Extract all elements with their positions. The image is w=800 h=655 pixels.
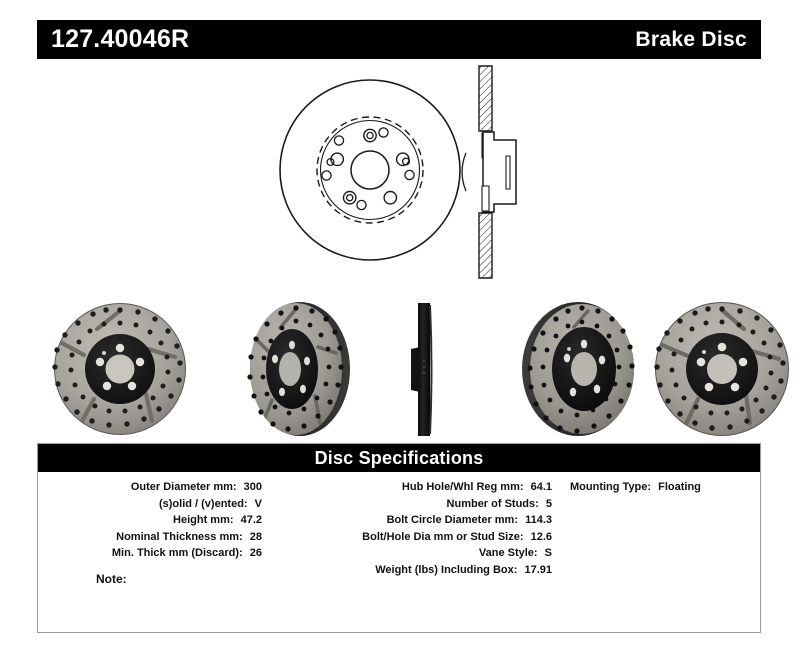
rotor-photo-front-angled-right bbox=[638, 297, 800, 442]
spec-value: Floating bbox=[658, 481, 701, 493]
spec-row: Nominal Thickness mm: 28 bbox=[38, 529, 262, 546]
spec-label: Height mm: bbox=[173, 514, 234, 527]
rotor-photo-edge-on bbox=[400, 297, 452, 442]
spec-label: Weight (lbs) Including Box: bbox=[375, 563, 518, 576]
spec-value: 5 bbox=[545, 497, 552, 510]
spec-title-bar: Disc Specifications bbox=[38, 444, 760, 472]
spec-row: Weight (lbs) Including Box: 17.91 bbox=[262, 562, 552, 579]
rotor-photo-three-quarter-right bbox=[498, 297, 666, 442]
spec-row: Number of Studs: 5 bbox=[262, 496, 552, 513]
technical-drawings-group bbox=[270, 58, 560, 283]
rotor-photo-three-quarter-left bbox=[218, 297, 386, 442]
spec-value: 64.1 bbox=[530, 481, 552, 493]
spec-value: V bbox=[254, 497, 262, 510]
spec-row: Hub Hole/Whl Reg mm: 64.1 bbox=[262, 479, 552, 496]
spec-label: (s)olid / (v)ented: bbox=[158, 497, 248, 510]
rotor-engineering-drawing-svg bbox=[279, 65, 517, 279]
spec-label: Number of Studs: bbox=[446, 497, 539, 510]
spec-columns: Outer Diameter mm: 300 (s)olid / (v)ente… bbox=[38, 472, 760, 579]
spec-label: Outer Diameter mm: bbox=[130, 481, 237, 493]
spec-row: Vane Style: S bbox=[262, 545, 552, 562]
spec-label: Min. Thick mm (Discard): bbox=[111, 547, 243, 560]
spec-label: Mounting Type: bbox=[570, 481, 652, 493]
spec-value: 26 bbox=[249, 547, 262, 560]
spec-row: (s)olid / (v)ented: V bbox=[38, 496, 262, 513]
part-number-label: 127.40046R bbox=[51, 25, 190, 53]
spec-row: Bolt Circle Diameter mm: 114.3 bbox=[262, 512, 552, 529]
spec-column-right: Mounting Type: Floating bbox=[552, 479, 760, 579]
spec-value: 114.3 bbox=[525, 514, 552, 527]
spec-value: 28 bbox=[249, 530, 262, 543]
spec-label: Hub Hole/Whl Reg mm: bbox=[401, 481, 524, 493]
product-type-label: Brake Disc bbox=[635, 28, 747, 51]
spec-row: Outer Diameter mm: 300 bbox=[38, 479, 262, 496]
note-label: Note: bbox=[96, 572, 127, 586]
rotor-front-view-line-drawing bbox=[279, 79, 461, 261]
note-value bbox=[127, 572, 131, 586]
spec-label: Nominal Thickness mm: bbox=[116, 530, 243, 543]
spec-row: Min. Thick mm (Discard): 26 bbox=[38, 545, 262, 562]
rotor-photo-front-angled-left bbox=[36, 297, 204, 442]
disc-specifications-panel: Disc Specifications Outer Diameter mm: 3… bbox=[37, 443, 761, 633]
spec-label: Bolt Circle Diameter mm: bbox=[386, 514, 519, 527]
spec-value: 300 bbox=[243, 481, 262, 493]
spec-row: Mounting Type: Floating bbox=[570, 479, 760, 496]
spec-column-left: Outer Diameter mm: 300 (s)olid / (v)ente… bbox=[38, 479, 262, 579]
rotor-cross-section-line-drawing bbox=[461, 65, 517, 279]
spec-value: S bbox=[544, 547, 552, 560]
spec-label: Vane Style: bbox=[478, 547, 538, 560]
spec-label: Bolt/Hole Dia mm or Stud Size: bbox=[362, 530, 524, 543]
spec-row: Bolt/Hole Dia mm or Stud Size: 12.6 bbox=[262, 529, 552, 546]
spec-value: 12.6 bbox=[530, 530, 552, 543]
spec-value: 17.91 bbox=[524, 563, 552, 576]
note-block: Note: bbox=[96, 572, 131, 586]
product-header-bar: 127.40046R Brake Disc bbox=[37, 20, 761, 59]
spec-value: 47.2 bbox=[240, 514, 262, 527]
spec-column-center: Hub Hole/Whl Reg mm: 64.1 Number of Stud… bbox=[262, 479, 552, 579]
spec-row: Height mm: 47.2 bbox=[38, 512, 262, 529]
product-photo-row bbox=[28, 297, 789, 442]
spec-title: Disc Specifications bbox=[314, 448, 484, 468]
